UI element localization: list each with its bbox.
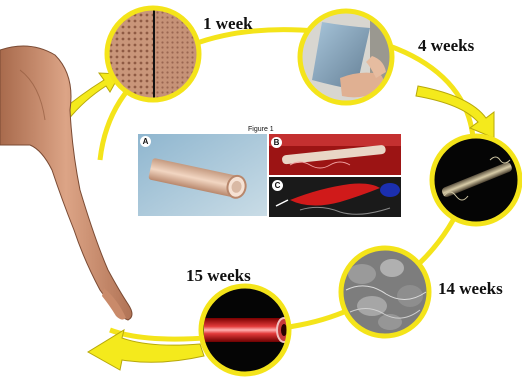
week15-circle	[200, 286, 291, 376]
label-15-weeks: 15 weeks	[186, 266, 251, 286]
label-14-weeks: 14 weeks	[438, 279, 503, 299]
panel-letter-a: A	[140, 136, 151, 147]
panel-c-image	[269, 177, 401, 217]
label-4-weeks: 4 weeks	[418, 36, 474, 56]
figure-title: Figure 1	[248, 126, 274, 133]
panel-a-image	[138, 134, 267, 216]
week14-circle	[340, 248, 430, 338]
label-1-week: 1 week	[203, 14, 253, 34]
week4-circle	[296, 8, 400, 108]
rod-circle	[430, 134, 522, 226]
week1-circle	[100, 4, 208, 104]
panel-b-image	[269, 134, 401, 175]
panel-letter-c: C	[272, 180, 283, 191]
figure-1-composite	[138, 134, 401, 217]
panel-letter-b: B	[271, 137, 282, 148]
